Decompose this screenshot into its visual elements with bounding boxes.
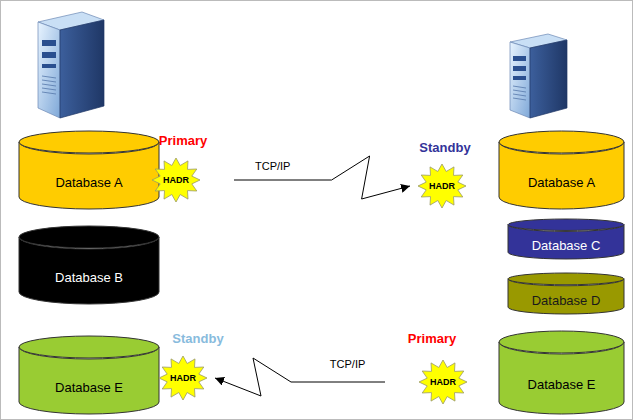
link-label: TCP/IP (253, 160, 292, 172)
database-label: Database E (528, 377, 596, 392)
cylinder-outline (18, 225, 160, 305)
hadr-label: HADR (170, 373, 196, 383)
cylinder-outline (498, 130, 625, 210)
database-cylinder: Database E (18, 335, 160, 415)
hadr-label: HADR (430, 377, 456, 387)
database-cylinder: Database B (18, 225, 160, 305)
role-heading: Standby (419, 140, 470, 155)
tcpip-link (215, 358, 385, 396)
database-label: Database E (55, 380, 123, 395)
database-label: Database A (55, 175, 122, 190)
database-cylinder: Database A (498, 130, 625, 210)
server-icon (38, 12, 104, 118)
link-label: TCP/IP (328, 358, 367, 370)
role-heading: Primary (408, 331, 456, 346)
database-cylinder: Database D (507, 272, 625, 315)
hadr-label: HADR (163, 175, 189, 185)
hadr-starburst: HADRPrimary (152, 158, 200, 202)
tcpip-link (234, 156, 410, 199)
database-cylinder: Database C (507, 218, 625, 260)
database-cylinder: Database E (498, 330, 625, 415)
cylinder-outline (18, 130, 160, 210)
cylinder-outline (18, 335, 160, 415)
database-cylinder: Database A (18, 130, 160, 210)
database-label: Database A (528, 175, 595, 190)
database-label: Database D (532, 293, 601, 308)
hadr-starburst: HADRStandby (159, 356, 207, 400)
role-heading: Primary (159, 133, 207, 148)
server-icon (510, 34, 567, 118)
hadr-label: HADR (429, 181, 455, 191)
database-label: Database B (55, 270, 123, 285)
hadr-starburst: HADRPrimary (419, 360, 467, 404)
cylinder-outline (498, 330, 625, 415)
database-label: Database C (532, 238, 601, 253)
role-heading: Standby (172, 331, 223, 346)
hadr-starburst: HADRStandby (418, 164, 466, 208)
